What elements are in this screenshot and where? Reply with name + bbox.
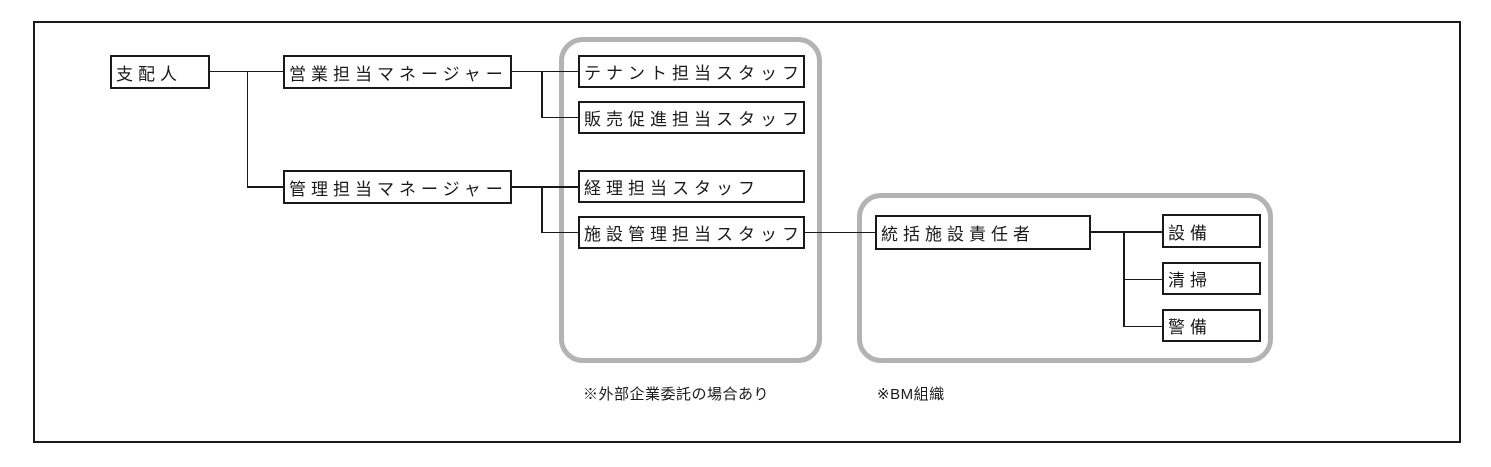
node-promotion-staff: 販売促進担当スタッフ xyxy=(578,101,805,134)
connector-admin-to-accounting xyxy=(511,186,578,188)
connector-to-security xyxy=(1123,325,1163,327)
node-security: 警備 xyxy=(1162,309,1261,342)
node-tenant-staff: テナント担当スタッフ xyxy=(578,55,805,88)
connector-chief-to-equipment xyxy=(1089,231,1163,233)
node-admin-manager: 管理担当マネージャー xyxy=(283,170,512,204)
connector-to-promotion xyxy=(541,116,578,118)
node-chief-facility-manager: 統括施設責任者 xyxy=(875,215,1091,250)
note-outsourcing: ※外部企業委託の場合あり xyxy=(583,386,770,403)
node-sales-manager: 営業担当マネージャー xyxy=(283,55,512,89)
connector-facility-to-chief xyxy=(804,231,876,233)
connector-to-cleaning xyxy=(1123,278,1163,280)
node-facility-staff: 施設管理担当スタッフ xyxy=(578,216,805,249)
group-outline-outsourced-staff xyxy=(559,37,822,363)
connector-to-facility xyxy=(541,231,578,233)
connector-sales-trunk xyxy=(541,70,543,118)
connector-managers-trunk xyxy=(246,70,248,187)
node-cleaning: 清掃 xyxy=(1162,262,1261,295)
node-equipment: 設備 xyxy=(1162,214,1261,248)
note-bm-organization: ※BM組織 xyxy=(877,386,945,403)
connector-sales-to-tenant xyxy=(511,70,578,72)
group-outline-bm-organization xyxy=(857,193,1273,363)
node-accounting-staff: 経理担当スタッフ xyxy=(578,170,805,203)
connector-admin-trunk xyxy=(541,186,543,232)
connector-to-admin-manager xyxy=(246,186,284,188)
node-general-manager: 支配人 xyxy=(110,55,210,89)
